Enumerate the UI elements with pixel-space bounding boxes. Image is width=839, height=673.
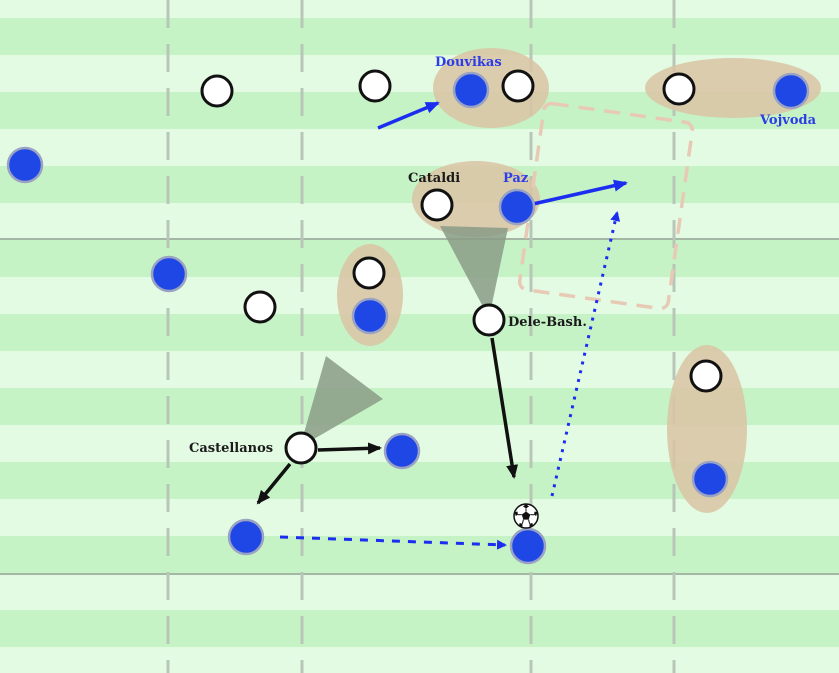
label-vojvoda: Vojvoda — [759, 113, 817, 128]
run-arrow-douvikas — [377, 101, 440, 130]
soccer-ball-icon — [513, 503, 539, 529]
blue-player — [227, 518, 265, 556]
blue-player — [351, 297, 389, 335]
white-player — [662, 72, 696, 106]
blue-player — [691, 460, 729, 498]
blue-player — [6, 146, 44, 184]
white-player — [200, 74, 234, 108]
label-dele-bashiru: Dele-Bash. — [508, 315, 587, 330]
pass-arrow-castellanos-down — [256, 462, 292, 505]
dotted-pass-arrow — [279, 535, 507, 550]
white-player-cataldi — [420, 188, 454, 222]
blue-player-ball-carrier — [509, 527, 547, 565]
pitch-stripe — [0, 314, 839, 351]
dotted-through-ball-arrow — [550, 211, 621, 497]
vision-cone-castellanos — [300, 356, 383, 447]
blue-player — [150, 255, 188, 293]
pitch-stripe — [0, 536, 839, 573]
blue-player-douvikas — [452, 71, 490, 109]
highlight-douvikas-group — [433, 48, 549, 128]
target-zone — [517, 101, 695, 311]
label-douvikas: Douvikas — [435, 55, 502, 70]
blue-player-vojvoda — [772, 72, 810, 110]
pitch-stripe — [0, 18, 839, 55]
white-player — [501, 69, 535, 103]
white-player-castellanos — [284, 431, 318, 465]
run-arrow-paz — [532, 179, 628, 206]
white-player — [689, 359, 723, 393]
white-player — [352, 256, 386, 290]
white-player-dele-bashiru — [472, 303, 506, 337]
label-cataldi: Cataldi — [408, 171, 460, 186]
pitch-stripe — [0, 610, 839, 647]
blue-team — [6, 71, 810, 565]
vision-cone-dele-bashiru — [440, 226, 508, 318]
pass-arrow-castellanos-right — [317, 442, 382, 455]
white-player — [358, 69, 392, 103]
blue-player — [383, 432, 421, 470]
pitch-stripe — [0, 240, 839, 277]
highlight-right-pair — [667, 345, 747, 513]
white-team — [200, 69, 723, 465]
run-arrow-dele-bashiru — [490, 337, 519, 479]
white-player — [243, 290, 277, 324]
label-paz: Paz — [503, 171, 528, 186]
label-castellanos: Castellanos — [189, 441, 273, 456]
blue-player-paz — [498, 188, 536, 226]
highlight-vojvoda-group — [645, 58, 821, 118]
